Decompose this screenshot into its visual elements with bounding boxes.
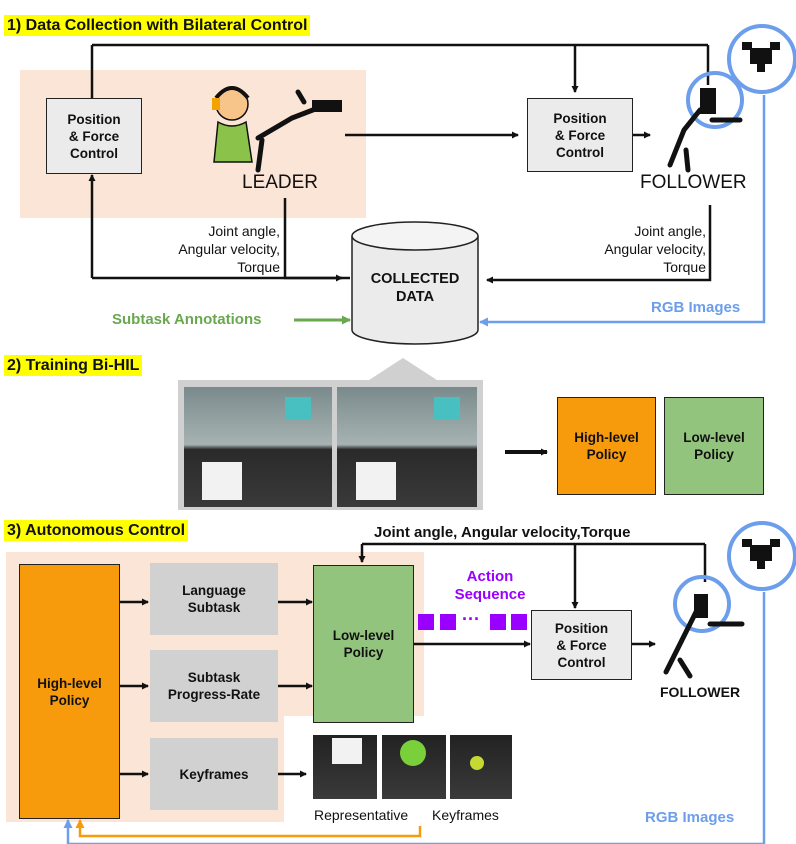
action-sequence-dots: ··· <box>462 609 480 629</box>
keyframe-feedback-arrow <box>75 819 422 838</box>
training-image-2-cube <box>434 397 460 419</box>
leader-signals-label: Joint angle, Angular velocity, Torque <box>178 223 280 275</box>
leader-robot-shape <box>255 89 342 173</box>
section-2-title: 2) Training Bi-HIL <box>4 355 143 376</box>
s3-zoom-camera-shape <box>742 539 780 569</box>
s1-top-loop-arrows <box>90 43 710 98</box>
s1-zoom-camera-shape <box>742 42 780 72</box>
follower-signal-arrow <box>486 205 712 284</box>
keyframe-thumbnail-2-ball <box>400 740 426 766</box>
s3-follower-robot-shape <box>663 594 745 679</box>
s3-low-level-policy-box: Low-level Policy <box>313 565 414 723</box>
follower-robot-shape <box>667 88 743 173</box>
s1-rgb-feedback-arrow <box>479 95 766 327</box>
s3-follower-label: FOLLOWER <box>660 684 741 700</box>
representative-label: Representative <box>314 807 409 823</box>
s3-rgb-images-label: RGB Images <box>645 809 735 826</box>
leader-label: LEADER <box>242 172 319 193</box>
follower-label: FOLLOWER <box>640 172 747 193</box>
s3-feedback-label: Joint angle, Angular velocity,Torque <box>374 524 631 541</box>
training-panel-pointer <box>366 358 440 382</box>
s1-control-left-box: Position & Force Control <box>46 98 142 174</box>
s3-high-level-policy-box: High-level Policy <box>19 564 120 819</box>
training-image-2-box <box>356 462 396 500</box>
s2-low-level-policy-box: Low-level Policy <box>664 397 764 495</box>
section-1-title: 1) Data Collection with Bilateral Contro… <box>4 15 311 36</box>
training-image-1-cube <box>285 397 311 419</box>
training-image-1-box <box>202 462 242 500</box>
s3-control-box: Position & Force Control <box>531 610 632 680</box>
s2-high-level-policy-box: High-level Policy <box>557 397 656 495</box>
s1-camera-circle <box>686 71 744 129</box>
subtask-progress-box: Subtask Progress-Rate <box>150 650 278 722</box>
s1-control-right-box: Position & Force Control <box>527 98 633 172</box>
action-sequence-label: Action Sequence <box>454 568 526 603</box>
keyframes-caption-label: Keyframes <box>432 807 499 823</box>
section-3-title: 3) Autonomous Control <box>4 520 189 541</box>
action-sequence-blocks <box>418 614 527 630</box>
subtask-annotations-label: Subtask Annotations <box>112 311 262 328</box>
follower-signals-label: Joint angle, Angular velocity, Torque <box>604 223 706 275</box>
keyframe-thumbnail-3-ball <box>470 756 484 770</box>
s1-rgb-images-label: RGB Images <box>651 299 741 316</box>
s3-rgb-feedback-arrow <box>63 592 766 844</box>
leader-signal-arrow <box>283 198 343 282</box>
keyframes-box: Keyframes <box>150 738 278 810</box>
leader-person-shape <box>212 86 253 163</box>
collected-data-label: COLLECTED DATA <box>370 271 460 305</box>
collected-data-cylinder <box>351 221 479 345</box>
language-subtask-box: Language Subtask <box>150 563 278 635</box>
keyframe-thumbnail-1-box <box>332 738 362 764</box>
s3-camera-circle <box>673 575 731 633</box>
